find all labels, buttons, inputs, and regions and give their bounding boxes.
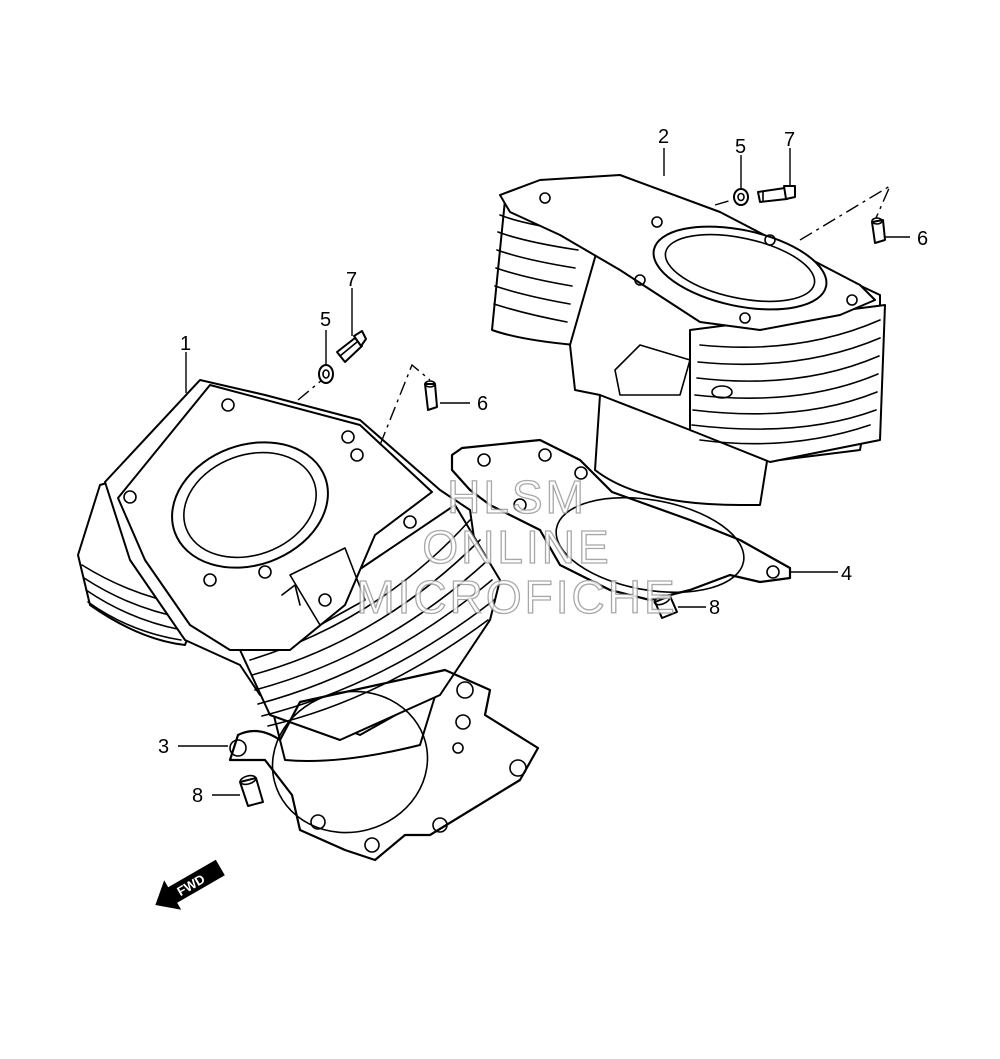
- washer-rear[interactable]: [733, 188, 749, 206]
- callout-5-front: 5: [320, 309, 331, 331]
- leader-lines: [178, 148, 910, 796]
- watermark: HLSM ONLINE MICROFICHE: [356, 470, 677, 623]
- dowel-8-front[interactable]: [239, 774, 264, 807]
- dowel-8-rear[interactable]: [653, 594, 678, 619]
- watermark-line-1: HLSM: [447, 471, 587, 523]
- callout-5-rear: 5: [735, 136, 746, 158]
- callout-6-rear: 6: [917, 228, 928, 250]
- callout-8-front: 8: [192, 785, 203, 807]
- front-base-gasket[interactable]: [228, 668, 540, 862]
- watermark-line-3: MICROFICHE: [356, 571, 677, 623]
- rear-base-gasket[interactable]: [450, 438, 792, 606]
- front-cylinder[interactable]: [77, 379, 501, 762]
- rear-cylinder[interactable]: [491, 174, 886, 506]
- callout-8-rear: 8: [709, 597, 720, 619]
- callout-6-front: 6: [477, 393, 488, 415]
- callout-2: 2: [658, 126, 669, 148]
- callout-7-front: 7: [346, 269, 357, 291]
- forward-arrow-icon: FWD: [155, 859, 225, 910]
- watermark-line-2: ONLINE: [422, 521, 611, 573]
- washer-front[interactable]: [318, 364, 334, 384]
- callout-1: 1: [180, 333, 191, 355]
- dowel-pin-6-front[interactable]: [424, 380, 438, 411]
- dowel-pin-6-rear[interactable]: [871, 217, 886, 244]
- callout-7-rear: 7: [784, 129, 795, 151]
- stud-rear[interactable]: [757, 185, 796, 203]
- callout-3: 3: [158, 736, 169, 758]
- callout-4: 4: [841, 563, 852, 585]
- stud-front[interactable]: [336, 330, 367, 363]
